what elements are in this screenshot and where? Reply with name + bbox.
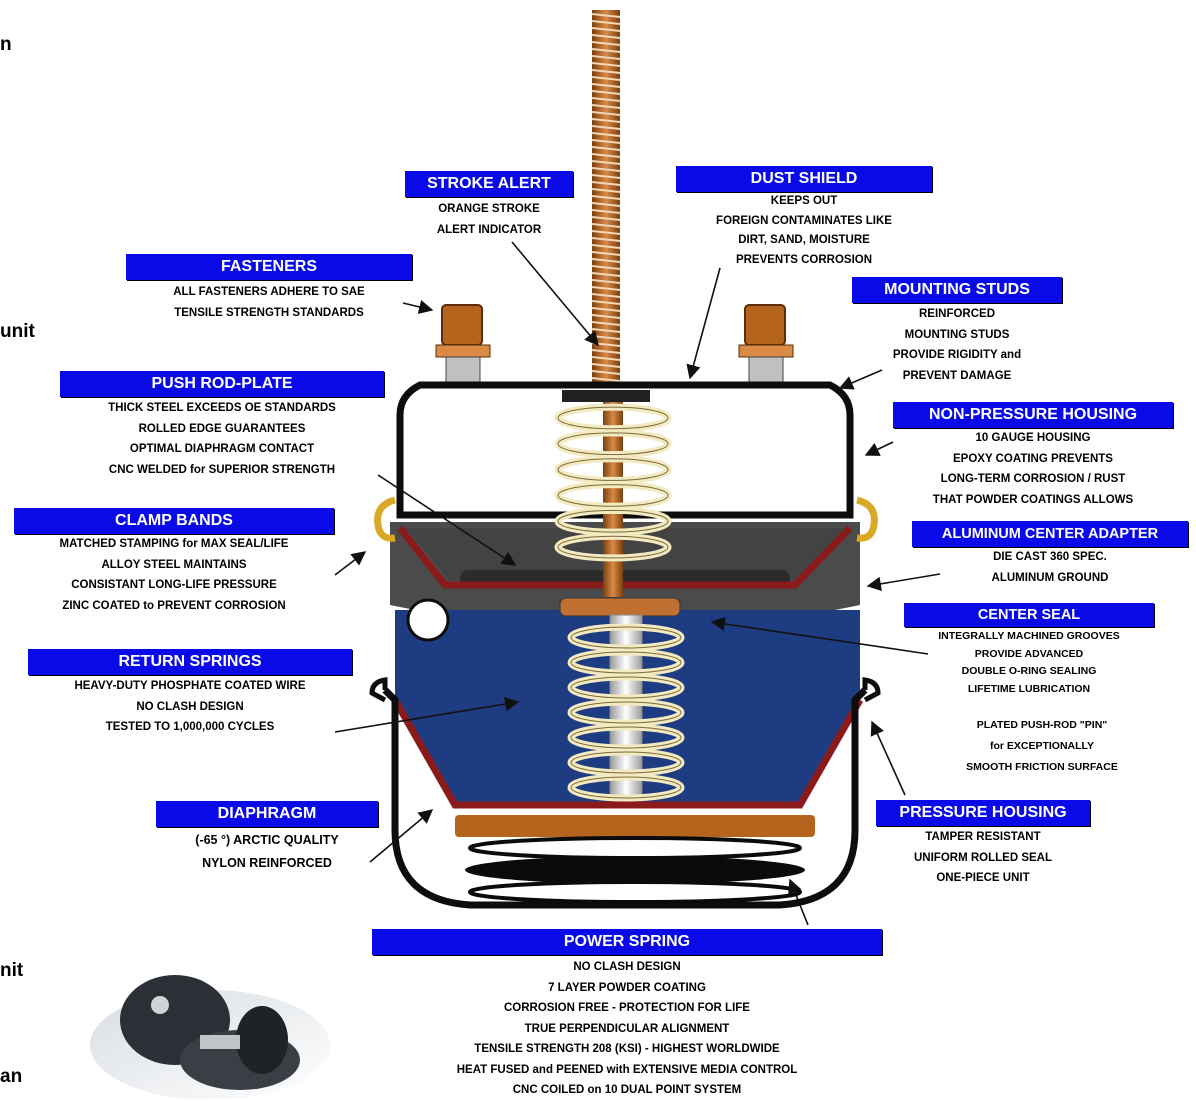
mounting-studs-title: MOUNTING STUDS bbox=[852, 277, 1062, 303]
edge-fragment: unit bbox=[0, 321, 35, 343]
aluminum-center-adapter-title: ALUMINUM CENTER ADAPTER bbox=[912, 521, 1188, 547]
aluminum-center-adapter-desc: DIE CAST 360 SPEC.ALUMINUM GROUND bbox=[912, 547, 1188, 588]
product-photo bbox=[90, 975, 330, 1099]
return-springs-title: RETURN SPRINGS bbox=[28, 649, 352, 675]
port-circle bbox=[408, 600, 448, 640]
stroke-alert-title: STROKE ALERT bbox=[405, 171, 573, 197]
power-spring bbox=[465, 838, 805, 902]
push-rod-plate-title: PUSH ROD-PLATE bbox=[60, 371, 384, 397]
power-spring-plate bbox=[455, 815, 815, 837]
edge-fragment: nit bbox=[0, 960, 23, 982]
non-pressure-housing-title: NON-PRESSURE HOUSING bbox=[893, 402, 1173, 428]
edge-fragment: n bbox=[0, 34, 12, 56]
edge-fragment: an bbox=[0, 1066, 22, 1088]
dust-shield-plate bbox=[562, 390, 650, 402]
pressure-housing-title: PRESSURE HOUSING bbox=[876, 800, 1090, 826]
fasteners-title: FASTENERS bbox=[126, 254, 412, 280]
dust-shield-title: DUST SHIELD bbox=[676, 166, 932, 192]
clamp-bands-title: CLAMP BANDS bbox=[14, 508, 334, 534]
power-spring-title: POWER SPRING bbox=[372, 929, 882, 955]
center-seal-shape bbox=[560, 598, 680, 616]
center-seal-title: CENTER SEAL bbox=[904, 603, 1154, 627]
diaphragm-title: DIAPHRAGM bbox=[156, 801, 378, 827]
threaded-push-rod bbox=[592, 10, 620, 388]
